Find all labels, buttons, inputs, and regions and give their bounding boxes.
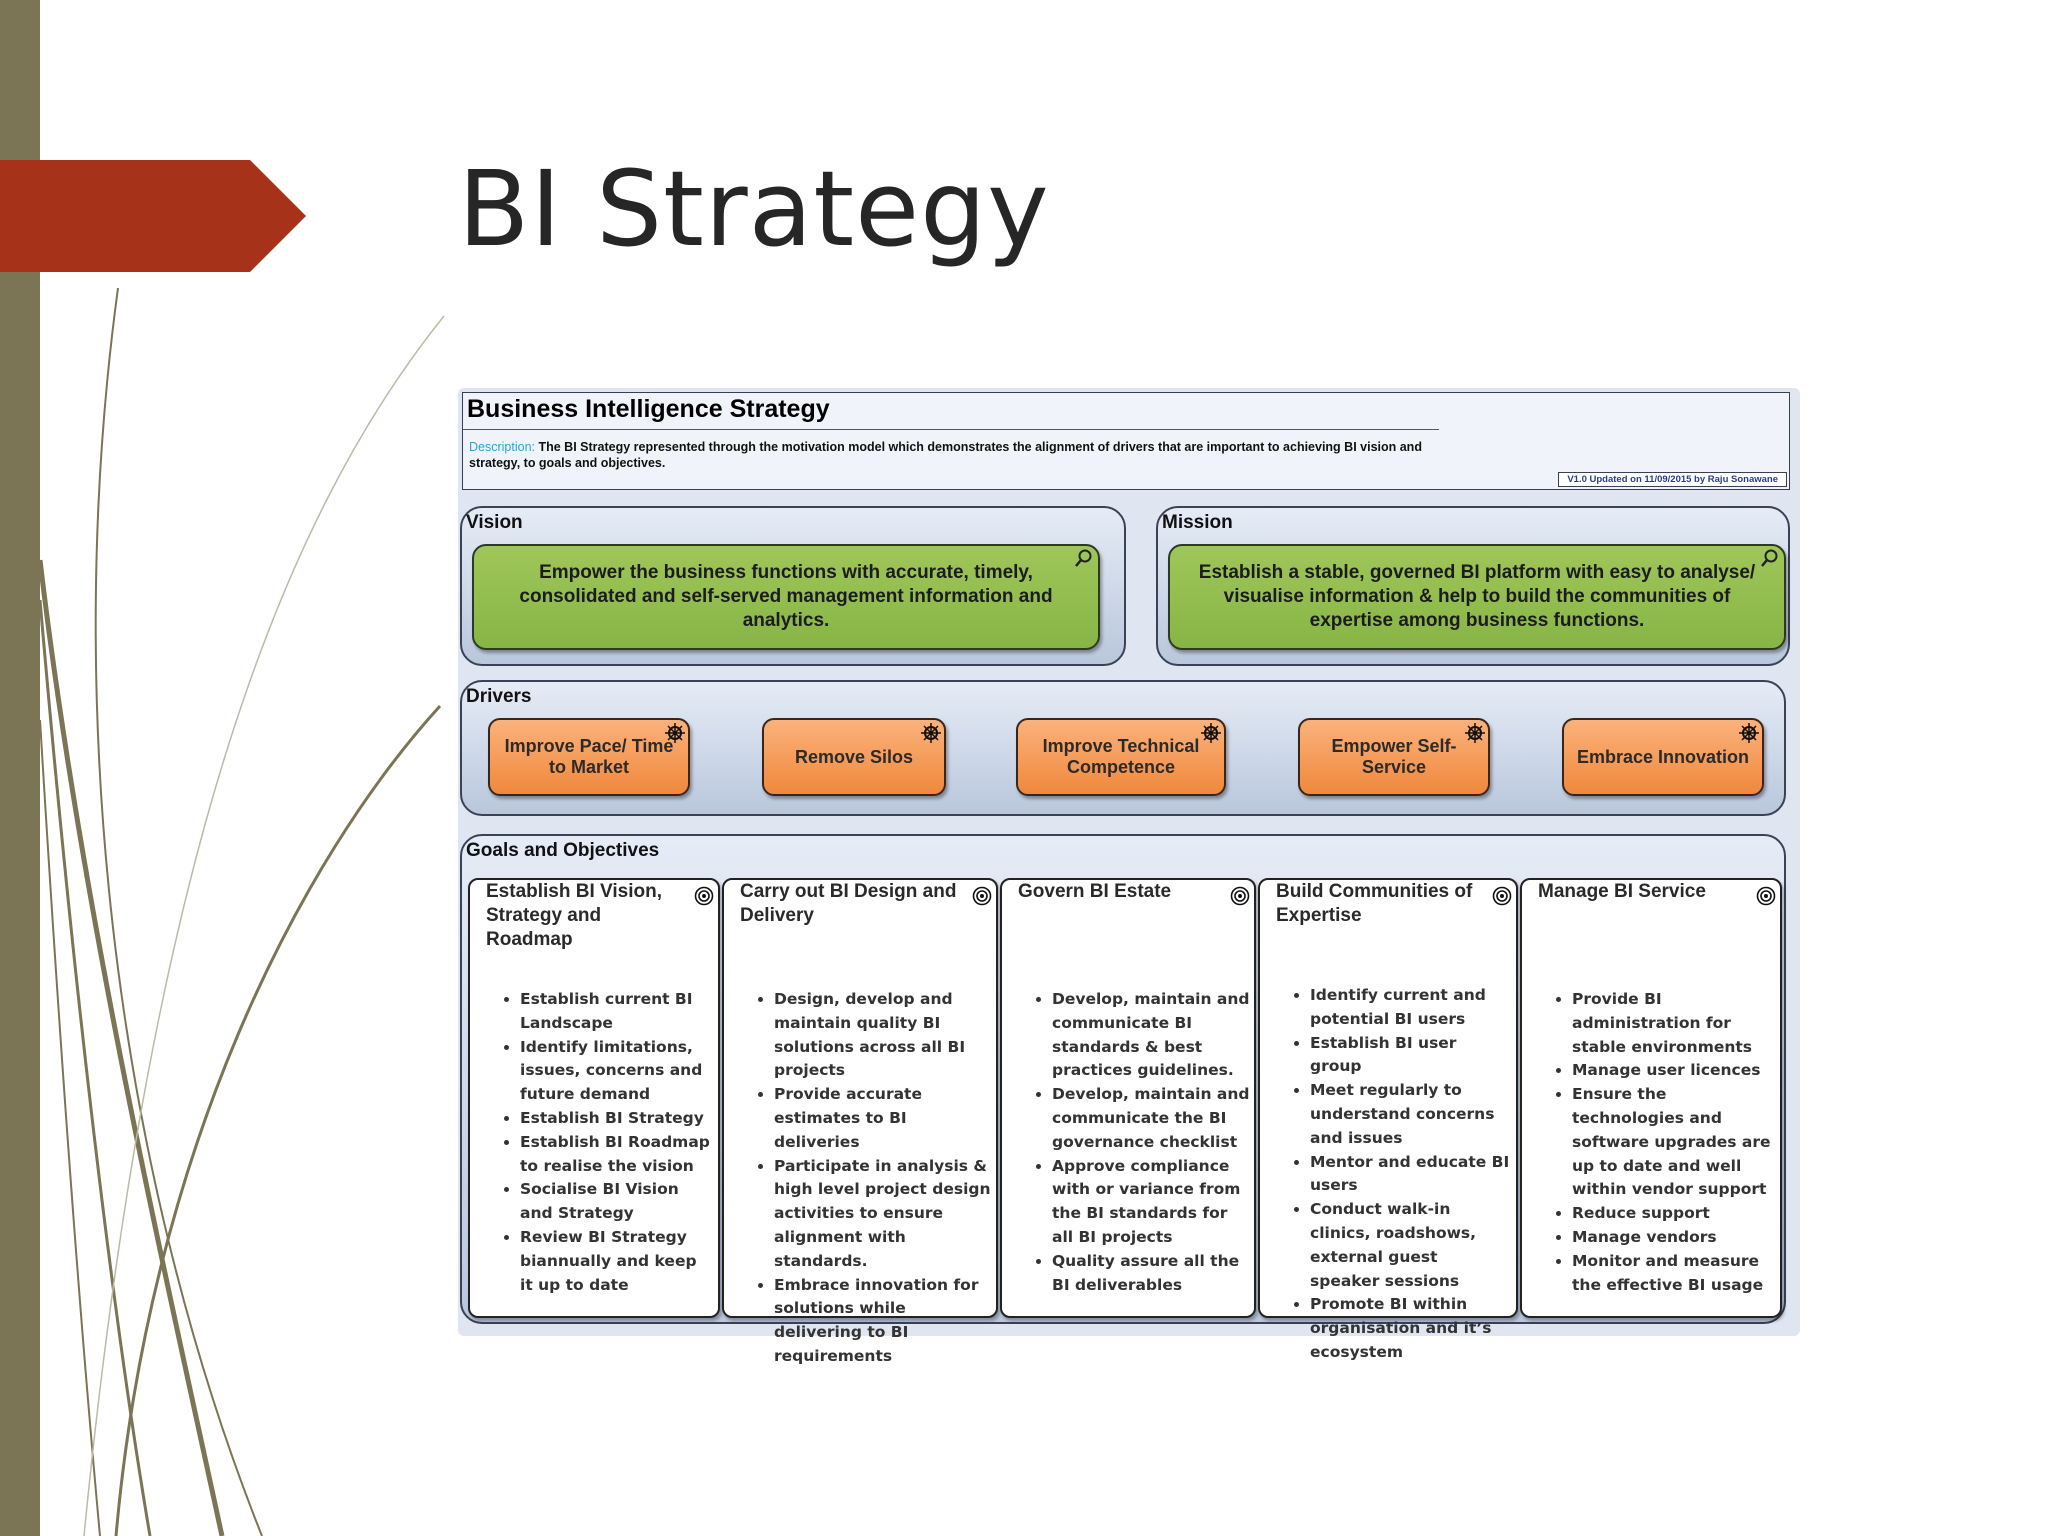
- driver-label: Improve Technical Competence: [1042, 736, 1200, 777]
- mission-statement-text: Establish a stable, governed BI platform…: [1198, 562, 1756, 631]
- objective-item: Establish BI Strategy: [520, 1107, 714, 1131]
- driver-label: Improve Pace/ Time to Market: [504, 736, 674, 777]
- goal-objectives-list: Design, develop and maintain quality BI …: [746, 988, 992, 1369]
- slide-title: BI Strategy: [458, 148, 1050, 270]
- objective-item: Design, develop and maintain quality BI …: [774, 988, 992, 1083]
- objective-item: Establish current BI Landscape: [520, 988, 714, 1036]
- description-label: Description:: [469, 440, 535, 454]
- driver-embrace-innovation: Embrace Innovation: [1562, 718, 1764, 796]
- objective-item: Approve compliance with or variance from…: [1052, 1155, 1250, 1250]
- objective-item: Establish BI Roadmap to realise the visi…: [520, 1131, 714, 1179]
- objective-item: Promote BI within organisation and it’s …: [1310, 1293, 1512, 1364]
- goal-objectives-list: Provide BI administration for stable env…: [1544, 988, 1776, 1297]
- objective-item: Provide BI administration for stable env…: [1572, 988, 1776, 1059]
- goal-title: Govern BI Estate: [1018, 881, 1172, 902]
- decorative-curves: [37, 287, 445, 1536]
- objective-item: Manage vendors: [1572, 1226, 1776, 1250]
- diagram-title: Business Intelligence Strategy: [467, 395, 830, 423]
- objective-item: Manage user licences: [1572, 1059, 1776, 1083]
- goals-label: Goals and Objectives: [466, 840, 660, 861]
- wheel-icon: [921, 723, 941, 743]
- target-icon: [1492, 886, 1512, 906]
- target-icon: [694, 886, 714, 906]
- objective-item: Participate in analysis & high level pro…: [774, 1155, 992, 1274]
- objective-item: Provide accurate estimates to BI deliver…: [774, 1083, 992, 1154]
- vision-panel: Vision Empower the business functions wi…: [460, 506, 1126, 666]
- driver-remove-silos: Remove Silos: [762, 718, 946, 796]
- driver-improve-technical-competence: Improve Technical Competence: [1016, 718, 1226, 796]
- driver-label: Remove Silos: [794, 746, 914, 767]
- objective-item: Socialise BI Vision and Strategy: [520, 1178, 714, 1226]
- magnifier-icon: [1075, 549, 1092, 567]
- objective-item: Develop, maintain and communicate the BI…: [1052, 1083, 1250, 1154]
- vision-label: Vision: [466, 512, 523, 533]
- wheel-icon: [1465, 723, 1485, 743]
- goal-title: Establish BI Vision, Strategy and Roadma…: [486, 881, 662, 950]
- title-arrow-shape: [0, 160, 306, 272]
- target-icon: [1230, 886, 1250, 906]
- goal-card-communities: Build Communities of Expertise Identify …: [1258, 878, 1518, 1361]
- objective-item: Identify current and potential BI users: [1310, 984, 1512, 1032]
- drivers-label: Drivers: [466, 686, 532, 707]
- version-note: V1.0 Updated on 11/09/2015 by Raju Sonaw…: [1558, 472, 1787, 487]
- goal-card-govern-estate: Govern BI Estate Develop, maintain and c…: [1000, 878, 1256, 1318]
- description-text: The BI Strategy represented through the …: [469, 440, 1422, 470]
- target-icon: [1756, 886, 1776, 906]
- driver-label: Empower Self-Service: [1331, 736, 1457, 777]
- mission-panel: Mission Establish a stable, governed BI …: [1156, 506, 1790, 666]
- mission-label: Mission: [1162, 512, 1233, 533]
- driver-label: Embrace Innovation: [1576, 746, 1750, 767]
- mission-statement: Establish a stable, governed BI platform…: [1168, 544, 1786, 650]
- objective-item: Ensure the technologies and software upg…: [1572, 1083, 1776, 1202]
- objective-item: Establish BI user group: [1310, 1032, 1512, 1080]
- objective-item: Review BI Strategy biannually and keep i…: [520, 1226, 714, 1297]
- diagram-header: Business Intelligence Strategy Descripti…: [462, 392, 1790, 490]
- goal-objectives-list: Establish current BI Landscape Identify …: [492, 988, 714, 1297]
- goal-title: Build Communities of Expertise: [1276, 881, 1473, 926]
- vision-statement-text: Empower the business functions with accu…: [519, 562, 1053, 631]
- goal-card-manage-service: Manage BI Service Provide BI administrat…: [1520, 878, 1782, 1318]
- target-icon: [972, 886, 992, 906]
- objective-item: Monitor and measure the effective BI usa…: [1572, 1250, 1776, 1298]
- vision-statement: Empower the business functions with accu…: [472, 544, 1100, 650]
- goal-objectives-list: Identify current and potential BI users …: [1282, 984, 1512, 1365]
- objective-item: Develop, maintain and communicate BI sta…: [1052, 988, 1250, 1083]
- diagram-description: Description: The BI Strategy represented…: [469, 439, 1429, 471]
- magnifier-icon: [1761, 549, 1778, 567]
- objective-item: Meet regularly to understand concerns an…: [1310, 1079, 1512, 1150]
- objective-item: Mentor and educate BI users: [1310, 1151, 1512, 1199]
- driver-improve-pace: Improve Pace/ Time to Market: [488, 718, 690, 796]
- wheel-icon: [665, 723, 685, 743]
- wheel-icon: [1739, 723, 1759, 743]
- objective-item: Quality assure all the BI deliverables: [1052, 1250, 1250, 1298]
- goal-title: Manage BI Service: [1538, 881, 1706, 902]
- goal-title: Carry out BI Design and Delivery: [740, 881, 957, 926]
- title-divider: [463, 429, 1439, 430]
- wheel-icon: [1201, 723, 1221, 743]
- objective-item: Identify limitations, issues, concerns a…: [520, 1036, 714, 1107]
- objective-item: Embrace innovation for solutions while d…: [774, 1274, 992, 1369]
- objective-item: Reduce support: [1572, 1202, 1776, 1226]
- driver-empower-self-service: Empower Self-Service: [1298, 718, 1490, 796]
- objective-item: Conduct walk-in clinics, roadshows, exte…: [1310, 1198, 1512, 1293]
- goal-objectives-list: Develop, maintain and communicate BI sta…: [1024, 988, 1250, 1297]
- goal-card-vision-strategy: Establish BI Vision, Strategy and Roadma…: [468, 878, 720, 1318]
- goal-card-design-delivery: Carry out BI Design and Delivery Design,…: [722, 878, 998, 1365]
